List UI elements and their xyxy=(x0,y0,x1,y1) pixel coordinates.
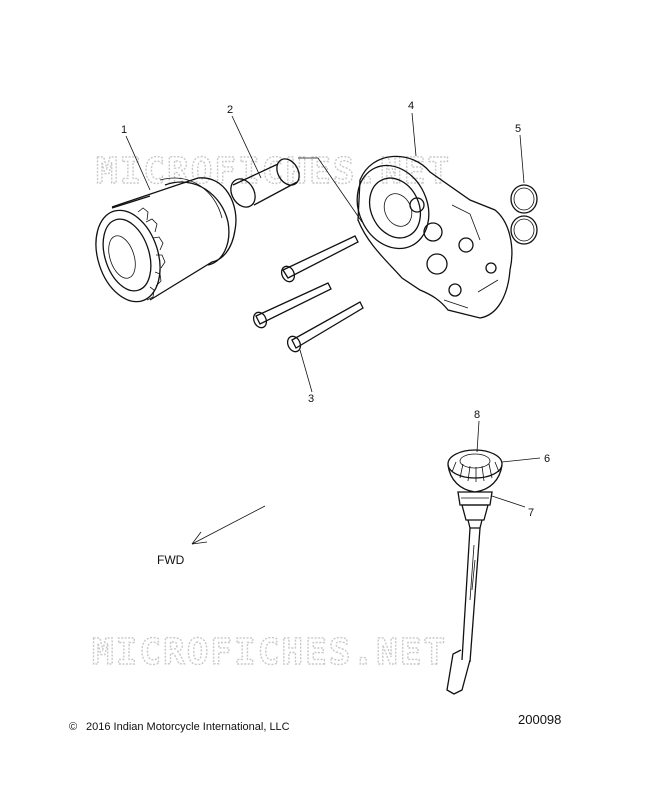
callout-3: 3 xyxy=(308,393,314,405)
dipstick xyxy=(446,449,503,695)
oil-filter xyxy=(95,177,237,303)
callout-4: 4 xyxy=(408,100,414,112)
callout-1: 1 xyxy=(121,124,127,136)
bolts xyxy=(252,235,364,353)
watermark-top: MICROFICHES.NET xyxy=(96,151,451,192)
callout-7: 7 xyxy=(528,507,534,519)
o-rings xyxy=(510,184,538,245)
forward-arrow-icon xyxy=(191,505,266,545)
callout-8: 8 xyxy=(474,409,480,421)
sleeve xyxy=(230,158,300,208)
copyright-symbol: © xyxy=(69,721,77,733)
forward-label: FWD xyxy=(157,553,185,567)
filter-adapter-housing xyxy=(356,155,513,319)
watermark-bottom: MICROFICHES.NET xyxy=(92,632,447,673)
copyright-text: 2016 Indian Motorcycle International, LL… xyxy=(86,721,290,733)
callout-2: 2 xyxy=(227,104,233,116)
callout-5: 5 xyxy=(515,123,521,135)
diagram-reference-number: 200098 xyxy=(518,712,561,727)
callout-6: 6 xyxy=(544,453,550,465)
